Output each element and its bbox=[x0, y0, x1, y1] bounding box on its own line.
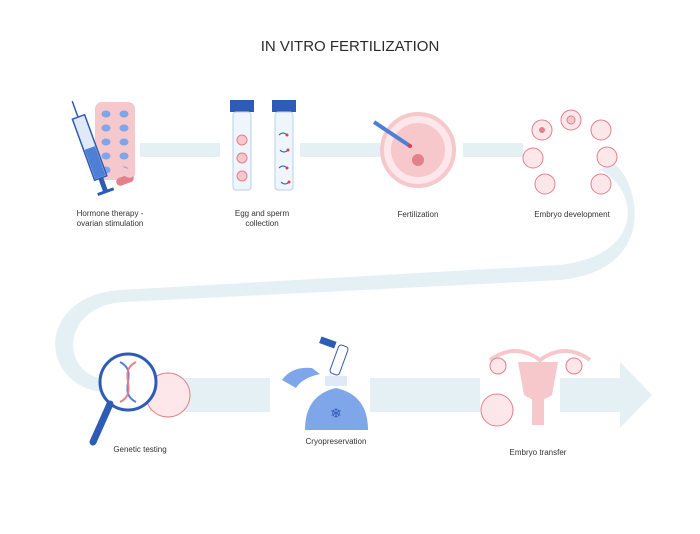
step-label-egg-line2: collection bbox=[245, 219, 278, 228]
dna-magnifier-icon bbox=[89, 352, 191, 446]
step-label-fertilization: Fertilization bbox=[398, 210, 439, 219]
test-tubes-icon bbox=[230, 100, 296, 191]
connector-2-3 bbox=[300, 143, 380, 157]
cryo-tank-icon: ❄ bbox=[282, 336, 368, 430]
step-label-hormone-line2: ovarian stimulation bbox=[77, 219, 144, 228]
step-label-egg-line1: Egg and sperm bbox=[235, 209, 290, 218]
connector-6-7 bbox=[370, 378, 480, 412]
connector-1-2 bbox=[140, 143, 220, 157]
step-label-embryo-transfer: Embryo transfer bbox=[510, 448, 567, 457]
uterus-icon bbox=[480, 349, 592, 427]
embryo-cells-icon bbox=[522, 109, 618, 195]
step-label-cryopreservation: Cryopreservation bbox=[306, 437, 367, 446]
step-label-embryo-development: Embryo development bbox=[534, 210, 610, 219]
s-curve-path bbox=[55, 162, 635, 392]
step-label-genetic-testing: Genetic testing bbox=[113, 445, 166, 454]
final-arrow bbox=[560, 362, 652, 428]
egg-cell-icon bbox=[372, 112, 456, 188]
step-label-hormone-line1: Hormone therapy - bbox=[77, 209, 144, 218]
page-title: IN VITRO FERTILIZATION bbox=[261, 38, 440, 55]
syringe-pills-icon bbox=[71, 100, 135, 196]
svg-text:❄: ❄ bbox=[330, 406, 342, 422]
connector-3-4 bbox=[463, 143, 523, 157]
